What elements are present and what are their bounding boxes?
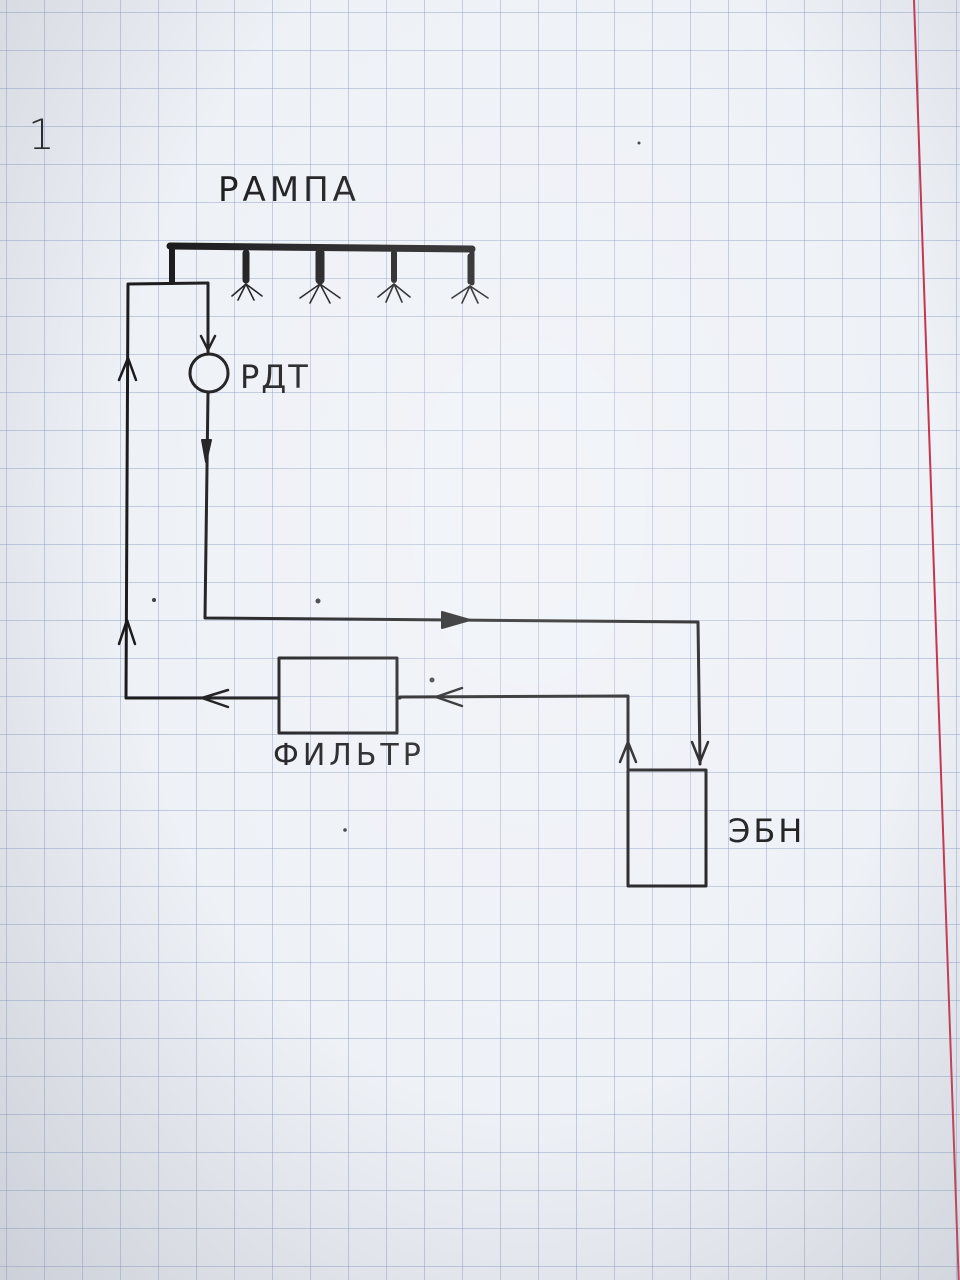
rampa-label: РАМПА (218, 170, 360, 210)
injector-2 (299, 248, 341, 304)
arrow-left-pump-line (434, 686, 464, 708)
flow-arrows (117, 334, 710, 764)
injector-4 (451, 253, 489, 304)
injector-3 (377, 250, 411, 303)
arrow-right-return (441, 611, 471, 629)
arrow-down-tank (690, 740, 710, 764)
page-number: 1 (28, 110, 55, 159)
pump-outlet-line (398, 694, 630, 770)
rdt-label: РДТ (240, 358, 310, 396)
filter-label: ФИЛЬТР (273, 738, 425, 773)
arrow-up-feed-lower (117, 618, 137, 646)
pressure-regulator (188, 352, 230, 394)
ebn-box (626, 768, 708, 888)
ebn-label: ЭБН (728, 812, 806, 850)
arrow-down-regulator-in (199, 334, 217, 352)
arrow-down-return (201, 439, 212, 463)
ink-specks (152, 141, 641, 832)
injector-1 (231, 249, 263, 301)
arrow-up-feed-upper (117, 356, 138, 382)
filter-box (277, 656, 399, 735)
arrow-up-pump (618, 740, 638, 764)
arrow-left-feed (200, 688, 230, 709)
feed-line (124, 281, 402, 700)
